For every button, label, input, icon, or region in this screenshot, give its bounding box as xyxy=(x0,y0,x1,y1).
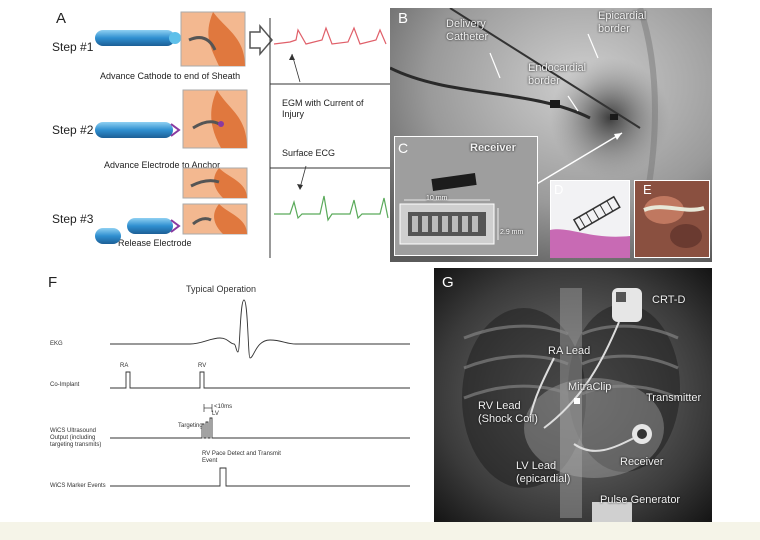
panel-a-letter: A xyxy=(56,10,67,27)
ekg-trace xyxy=(110,299,410,359)
delivery-catheter-label: Delivery Catheter xyxy=(446,18,489,43)
gross-tissue-image xyxy=(634,180,710,258)
delay-mark: <10ms xyxy=(214,404,233,410)
step-1-tissue xyxy=(180,11,246,67)
event-mark: RV Pace Detect and Transmit Event xyxy=(202,451,281,464)
egm-ecg-traces xyxy=(249,18,390,258)
egm-trace xyxy=(273,26,387,45)
receiver-inset xyxy=(394,136,538,256)
transmitter-label: Transmitter xyxy=(646,392,702,404)
egm-annotation: EGM with Current of Injury xyxy=(282,98,364,119)
panel-c-letter: C xyxy=(398,140,409,156)
step-1-catheter xyxy=(95,30,181,46)
row-label-wics-output: WiCS Ultrasound Output (including target… xyxy=(50,428,102,448)
crt-d-label: CRT-D xyxy=(652,294,686,306)
step-2-tissue xyxy=(182,89,248,149)
step-3-tissue xyxy=(182,167,248,235)
ra-mark: RA xyxy=(120,363,129,369)
panel-d-letter: D xyxy=(554,182,564,197)
step-3-catheter xyxy=(95,218,181,244)
receiver-label: Receiver xyxy=(470,142,516,154)
row-label-co-implant: Co-Implant xyxy=(50,382,80,388)
step-arrow-icon xyxy=(249,23,273,57)
lv-mark: LV xyxy=(212,411,219,417)
step-1-label: Step #1 xyxy=(52,40,94,54)
endocardial-border-label: Endocardial border xyxy=(528,62,587,87)
step-3-label: Step #3 xyxy=(52,212,94,226)
histology-image xyxy=(550,180,630,258)
ra-lead-label: RA Lead xyxy=(548,345,591,357)
step-2-caption: Advance Electrode to Anchor xyxy=(104,160,221,170)
panel-g-letter: G xyxy=(442,274,454,291)
receiver-xray-label: Receiver xyxy=(620,456,664,468)
step-2-label: Step #2 xyxy=(52,123,94,137)
row-label-ekg: EKG xyxy=(50,341,63,347)
step-2-catheter xyxy=(95,122,181,138)
chest-xray-image xyxy=(434,268,712,522)
wics-output-trace xyxy=(110,417,410,439)
targeting-mark: Targeting xyxy=(178,423,203,429)
receiver-height-label: 2.9 mm xyxy=(500,229,524,236)
receiver-length-label: 10 mm xyxy=(426,195,448,202)
row-label-marker-events: WiCS Marker Events xyxy=(50,483,106,489)
panel-b-letter: B xyxy=(398,10,409,27)
panel-e-letter: E xyxy=(643,182,652,197)
panel-f-letter: F xyxy=(48,274,58,291)
timing-title: Typical Operation xyxy=(186,284,257,294)
rv-lead-label: RV Lead (Shock Coil) xyxy=(478,400,538,425)
step-illustrations xyxy=(95,11,248,244)
step-1-caption: Advance Cathode to end of Sheath xyxy=(100,71,241,81)
ecg-annotation: Surface ECG xyxy=(282,148,336,158)
pulse-generator-label: Pulse Generator xyxy=(600,494,681,506)
step-3-caption: Release Electrode xyxy=(118,238,192,248)
co-implant-trace xyxy=(110,371,410,389)
marker-events-trace xyxy=(110,467,410,487)
rv-mark: RV xyxy=(198,363,207,369)
epicardial-border-label: Epicardial border xyxy=(598,10,647,35)
lv-lead-label: LV Lead (epicardial) xyxy=(516,460,571,485)
footer-band xyxy=(0,522,760,540)
timing-traces xyxy=(110,299,410,487)
ecg-trace xyxy=(274,195,389,222)
mitraclip-label: MitraClip xyxy=(568,381,612,393)
